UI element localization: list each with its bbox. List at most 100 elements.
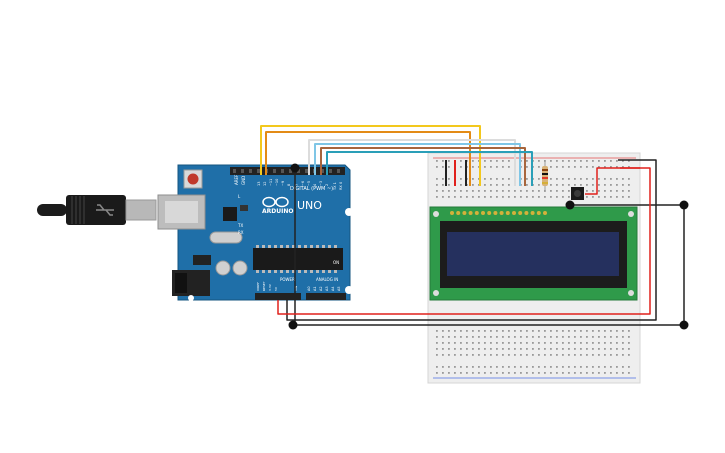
breadboard-hole	[532, 330, 534, 332]
atmega-chip	[253, 248, 343, 270]
breadboard-hole	[496, 178, 498, 180]
breadboard-hole	[496, 354, 498, 356]
breadboard-hole	[532, 190, 534, 192]
lcd-pin	[530, 211, 535, 215]
pin-label-13: 13	[257, 182, 261, 186]
breadboard-hole	[436, 184, 438, 186]
breadboard-hole	[436, 166, 438, 168]
breadboard-hole	[580, 354, 582, 356]
breadboard-hole	[448, 184, 450, 186]
breadboard-hole	[574, 336, 576, 338]
breadboard-hole	[556, 178, 558, 180]
breadboard-hole	[562, 196, 564, 198]
breadboard-hole	[496, 184, 498, 186]
breadboard-hole	[448, 166, 450, 168]
breadboard-hole	[448, 348, 450, 350]
pin-label-12: 12	[263, 182, 267, 186]
breadboard-hole	[520, 348, 522, 350]
breadboard-hole	[562, 354, 564, 356]
breadboard-hole	[586, 354, 588, 356]
breadboard-hole	[436, 178, 438, 180]
lcd-pin	[487, 211, 492, 215]
breadboard-hole	[592, 330, 594, 332]
lcd-screen	[447, 232, 619, 276]
breadboard-hole	[484, 336, 486, 338]
breadboard-hole	[604, 348, 606, 350]
breadboard-hole	[514, 196, 516, 198]
lcd-pin-header	[450, 211, 547, 215]
breadboard-hole	[568, 342, 570, 344]
breadboard-hole	[592, 348, 594, 350]
breadboard-hole	[526, 372, 528, 374]
breadboard-hole	[508, 348, 510, 350]
wires	[260, 125, 685, 326]
usb-chip	[223, 207, 237, 221]
wire-white	[308, 139, 516, 186]
pin-label-a2: A2	[319, 286, 323, 291]
breadboard-hole	[520, 336, 522, 338]
pin-label-a0: A0	[307, 286, 311, 291]
breadboard-hole	[628, 342, 630, 344]
breadboard-hole	[526, 336, 528, 338]
breadboard-hole	[538, 184, 540, 186]
breadboard-hole	[532, 372, 534, 374]
mounting-hole-2	[345, 286, 353, 294]
breadboard-hole	[520, 196, 522, 198]
breadboard-hole	[568, 178, 570, 180]
breadboard-hole	[598, 160, 600, 162]
breadboard-hole	[472, 354, 474, 356]
breadboard-hole	[478, 196, 480, 198]
lcd-mount-hole-4	[628, 290, 634, 296]
breadboard-hole	[580, 184, 582, 186]
breadboard-hole	[508, 160, 510, 162]
breadboard-hole	[436, 372, 438, 374]
lcd-mount-hole-1	[433, 211, 439, 217]
reset-label: RESET	[262, 281, 266, 291]
breadboard-hole	[472, 178, 474, 180]
breadboard-hole	[598, 330, 600, 332]
breadboard-hole	[538, 160, 540, 162]
breadboard-hole	[574, 366, 576, 368]
breadboard-hole	[628, 366, 630, 368]
breadboard-hole	[592, 178, 594, 180]
pin-label-5: ~5	[307, 181, 311, 186]
breadboard-hole	[436, 342, 438, 344]
breadboard-hole	[586, 336, 588, 338]
breadboard-hole	[460, 190, 462, 192]
wire-5v-red	[277, 167, 651, 315]
breadboard-hole	[472, 184, 474, 186]
breadboard-hole	[496, 190, 498, 192]
arduino-board: ARDUINO UNO DIGITAL (PWM ~) AREF GND L T…	[157, 164, 353, 301]
breadboard-hole	[568, 190, 570, 192]
usb-plug-metal	[125, 199, 157, 221]
breadboard-hole	[448, 354, 450, 356]
breadboard-hole	[574, 160, 576, 162]
junction-top-right	[679, 200, 689, 210]
breadboard-hole	[502, 166, 504, 168]
breadboard-hole	[460, 196, 462, 198]
breadboard-hole	[436, 366, 438, 368]
breadboard-hole	[610, 342, 612, 344]
breadboard-hole	[538, 336, 540, 338]
breadboard-hole	[580, 330, 582, 332]
breadboard-hole	[550, 366, 552, 368]
breadboard-hole	[496, 330, 498, 332]
breadboard-hole	[616, 366, 618, 368]
breadboard-hole	[574, 354, 576, 356]
breadboard-hole	[616, 196, 618, 198]
breadboard-hole	[478, 348, 480, 350]
pin-label-a1: A1	[313, 286, 317, 291]
breadboard-hole	[448, 336, 450, 338]
breadboard-hole	[484, 342, 486, 344]
breadboard-hole	[460, 184, 462, 186]
breadboard-hole	[586, 366, 588, 368]
breadboard-hole	[622, 354, 624, 356]
breadboard-hole	[508, 372, 510, 374]
breadboard-hole	[580, 336, 582, 338]
breadboard-hole	[454, 196, 456, 198]
breadboard-hole	[616, 342, 618, 344]
breadboard-hole	[556, 330, 558, 332]
breadboard-hole	[574, 342, 576, 344]
breadboard-hole	[490, 342, 492, 344]
